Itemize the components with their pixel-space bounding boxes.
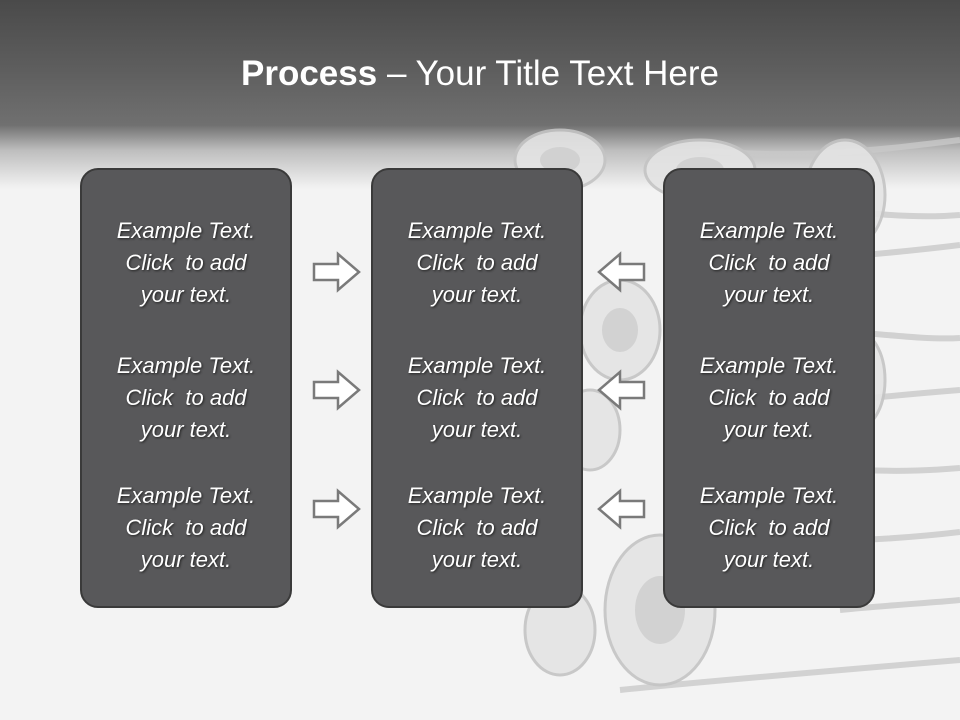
right-arrow-icon [312,251,361,293]
right-arrow-icon [312,488,361,530]
text-line: Example Text. [699,218,839,243]
text-line: Click to add [708,515,830,540]
left-arrow-icon [597,488,646,530]
text-line: Click to add [125,250,247,275]
title-bold: Process [241,54,378,93]
text-line: Click to add [708,385,830,410]
text-block[interactable]: Example Text. Click to add your text. [665,480,873,576]
text-block[interactable]: Example Text. Click to add your text. [82,480,290,576]
text-line: Example Text. [116,218,256,243]
text-block[interactable]: Example Text. Click to add your text. [373,350,581,446]
text-block[interactable]: Example Text. Click to add your text. [665,350,873,446]
left-arrow-icon [597,369,646,411]
text-line: your text. [140,547,232,572]
text-line: Example Text. [407,218,547,243]
text-block[interactable]: Example Text. Click to add your text. [373,480,581,576]
right-arrow-icon [312,369,361,411]
page-title: Process – Your Title Text Here [0,52,960,96]
text-block[interactable]: Example Text. Click to add your text. [82,350,290,446]
text-line: Example Text. [407,483,547,508]
text-line: Click to add [416,515,538,540]
text-line: Click to add [416,385,538,410]
process-panel-right[interactable]: Example Text. Click to add your text. Ex… [663,168,875,608]
text-block[interactable]: Example Text. Click to add your text. [665,215,873,311]
text-line: Example Text. [116,353,256,378]
text-line: Example Text. [116,483,256,508]
text-line: your text. [723,417,815,442]
title-rest: – Your Title Text Here [377,54,719,93]
title-bar [0,0,960,190]
text-line: your text. [431,282,523,307]
text-line: your text. [140,282,232,307]
text-line: Click to add [416,250,538,275]
text-line: your text. [431,417,523,442]
text-line: your text. [723,547,815,572]
text-line: Click to add [125,385,247,410]
text-line: your text. [431,547,523,572]
text-line: Example Text. [699,353,839,378]
process-panel-left[interactable]: Example Text. Click to add your text. Ex… [80,168,292,608]
process-panel-middle[interactable]: Example Text. Click to add your text. Ex… [371,168,583,608]
text-block[interactable]: Example Text. Click to add your text. [82,215,290,311]
text-line: Example Text. [699,483,839,508]
text-line: Click to add [125,515,247,540]
text-line: your text. [723,282,815,307]
text-line: Example Text. [407,353,547,378]
text-line: Click to add [708,250,830,275]
left-arrow-icon [597,251,646,293]
text-block[interactable]: Example Text. Click to add your text. [373,215,581,311]
text-line: your text. [140,417,232,442]
